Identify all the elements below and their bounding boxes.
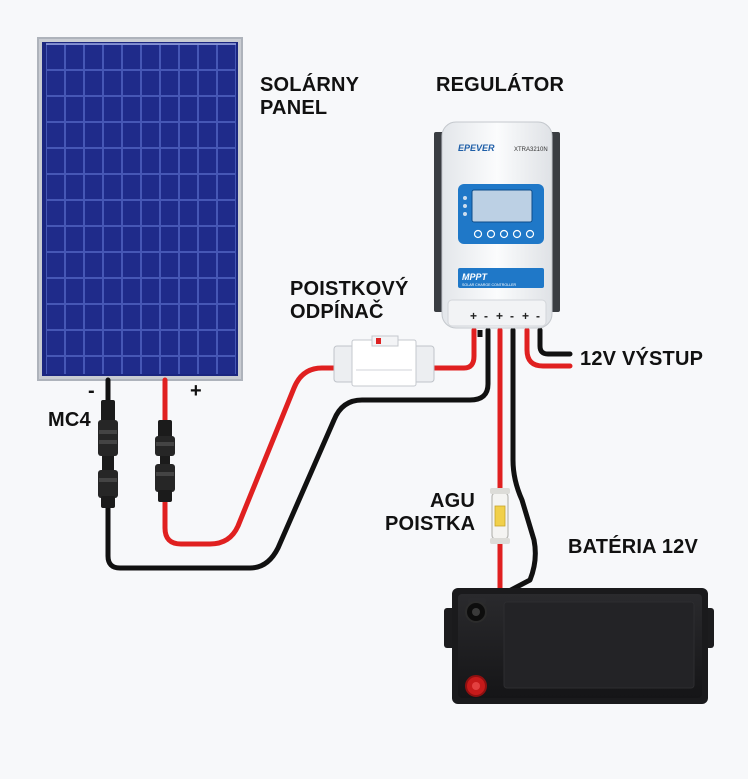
- mc4-connector-positive: [155, 420, 175, 502]
- terminal-pv-minus: -: [484, 309, 488, 323]
- terminal-load-plus: +: [522, 309, 529, 323]
- terminal-load-minus: -: [536, 309, 540, 323]
- label-mc4: MC4: [48, 409, 91, 431]
- wire-panel-negative: [105, 327, 491, 571]
- label-fuse-disconnector-line2: ODPÍNAČ: [290, 301, 384, 323]
- controller-model: XTRA3210N: [514, 147, 548, 153]
- label-agu-fuse: AGU POISTKA: [385, 490, 475, 536]
- wire-output-negative: [537, 327, 573, 357]
- label-solar-panel-line2: PANEL: [260, 97, 328, 119]
- label-solar-panel-line1: SOLÁRNY: [260, 74, 360, 96]
- controller-brand: EPEVER: [458, 143, 495, 153]
- label-agu-fuse-line2: POISTKA: [385, 513, 476, 535]
- terminal-bat-minus: -: [510, 309, 514, 323]
- wire-output-positive: [524, 327, 573, 369]
- controller-terminals: + - + - + -: [470, 309, 540, 323]
- battery-positive-terminal: [465, 675, 487, 697]
- controller-mppt-label: MPPT: [462, 272, 489, 282]
- wire-panel-positive: [162, 365, 345, 547]
- label-fuse-disconnector-line1: POISTKOVÝ: [290, 278, 409, 300]
- wire-battery-negative: [473, 327, 538, 613]
- label-agu-fuse-line1: AGU: [429, 490, 475, 512]
- wire-breaker-to-controller-positive: [429, 327, 477, 371]
- battery-negative-terminal: [465, 601, 487, 623]
- solar-panel: [37, 37, 243, 381]
- panel-plus-sign: +: [190, 380, 202, 402]
- controller-subtitle: SOLAR CHARGE CONTROLLER: [462, 283, 517, 287]
- mc4-connector-negative: [98, 400, 118, 508]
- agu-fuse: [490, 488, 510, 544]
- label-battery: BATÉRIA 12V: [568, 536, 699, 558]
- panel-minus-sign: -: [88, 380, 95, 402]
- terminal-bat-plus: +: [496, 309, 503, 323]
- battery: [444, 588, 714, 704]
- fuse-disconnector: [333, 335, 435, 387]
- label-fuse-disconnector: POISTKOVÝ ODPÍNAČ: [290, 278, 409, 324]
- terminal-pv-plus: +: [470, 309, 477, 323]
- label-solar-panel: SOLÁRNY PANEL: [260, 74, 359, 120]
- label-regulator: REGULÁTOR: [436, 74, 565, 96]
- charge-controller: [434, 121, 560, 337]
- label-12v-output: 12V VÝSTUP: [580, 348, 704, 370]
